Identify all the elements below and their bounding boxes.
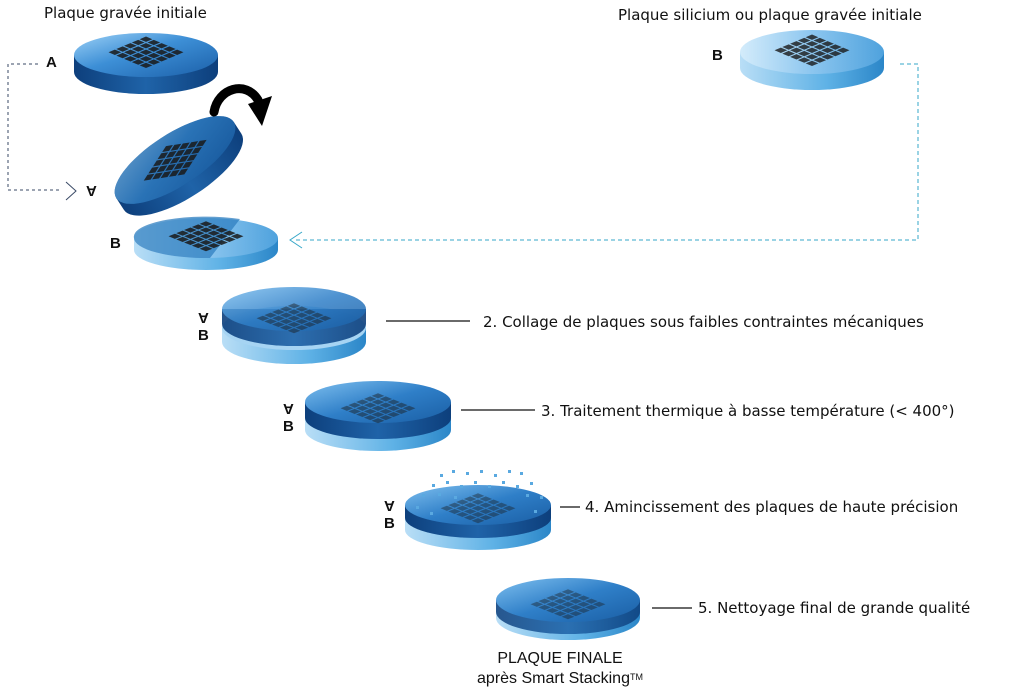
final-caption-line1: PLAQUE FINALE — [497, 650, 623, 667]
stack-step-4 — [405, 470, 551, 550]
final-caption: PLAQUE FINALE après Smart StackingTM — [450, 649, 670, 689]
final-caption-line2: après Smart StackingTM — [477, 670, 643, 687]
tag-b-receiving: B — [110, 235, 121, 252]
step-2-label: 2. Collage de plaques sous faibles contr… — [483, 313, 924, 331]
thinning-particles — [416, 470, 543, 515]
wafer-a-title: Plaque gravée initiale — [44, 4, 207, 22]
connector-a-to-flip — [7, 63, 62, 191]
stack-step-3 — [305, 381, 451, 451]
flip-arrow-icon — [209, 84, 272, 126]
tag-b-step2: B — [198, 327, 209, 344]
connector-b-arrowhead — [289, 231, 303, 249]
wafer-a-flipping — [114, 116, 243, 216]
wafer-b-receiving — [133, 216, 278, 270]
tag-a-step4: A — [384, 497, 395, 514]
connector-a-arrowhead — [65, 181, 77, 201]
step-5-label: 5. Nettoyage final de grande qualité — [698, 599, 971, 617]
step-3-label: 3. Traitement thermique à basse températ… — [541, 402, 955, 420]
tag-b-step4: B — [384, 515, 395, 532]
step-4-label: 4. Amincissement des plaques de haute pr… — [585, 498, 959, 516]
wafer-a-initial — [74, 33, 218, 94]
tag-a-flipped: A — [86, 182, 97, 199]
connector-b-to-stack — [296, 63, 919, 241]
final-wafer — [496, 578, 640, 640]
tag-a-step3: A — [283, 400, 294, 417]
tag-a-step2: A — [198, 309, 209, 326]
tag-a: A — [46, 54, 57, 71]
tag-b-step3: B — [283, 418, 294, 435]
wafer-b-initial — [740, 30, 884, 90]
tag-b-top: B — [712, 47, 723, 64]
wafer-b-title: Plaque silicium ou plaque gravée initial… — [618, 6, 922, 24]
stack-step-2 — [222, 287, 366, 364]
trademark-mark: TM — [629, 672, 643, 682]
